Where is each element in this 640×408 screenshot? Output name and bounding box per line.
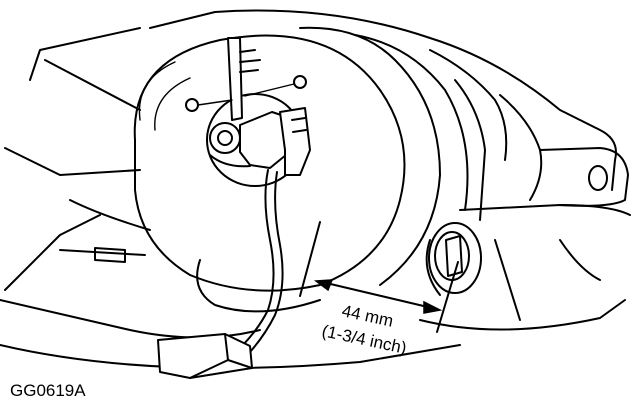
alignment-marks (299, 221, 459, 333)
arrowhead-left-icon (313, 279, 334, 292)
column-bracket (429, 49, 629, 221)
center-connector (209, 107, 311, 176)
dimension-arrow (313, 279, 443, 314)
cylinder-alignment-mark (436, 261, 459, 333)
arrowhead-right-icon (423, 300, 443, 314)
key-slot-icon (445, 235, 463, 277)
connector-plug-icon (157, 333, 253, 379)
clockspring-locating-tab (185, 37, 307, 121)
clockspring-body (133, 26, 469, 313)
dimension-imperial-label: (1-3/4 inch) (320, 321, 408, 357)
wire-harness (239, 169, 284, 353)
figure-id-label: GG0619A (10, 381, 86, 400)
dimension-line (321, 281, 433, 309)
lock-cylinder (425, 222, 482, 296)
bracket-hole-icon (588, 165, 608, 191)
clockspring-alignment-mark (299, 221, 321, 297)
